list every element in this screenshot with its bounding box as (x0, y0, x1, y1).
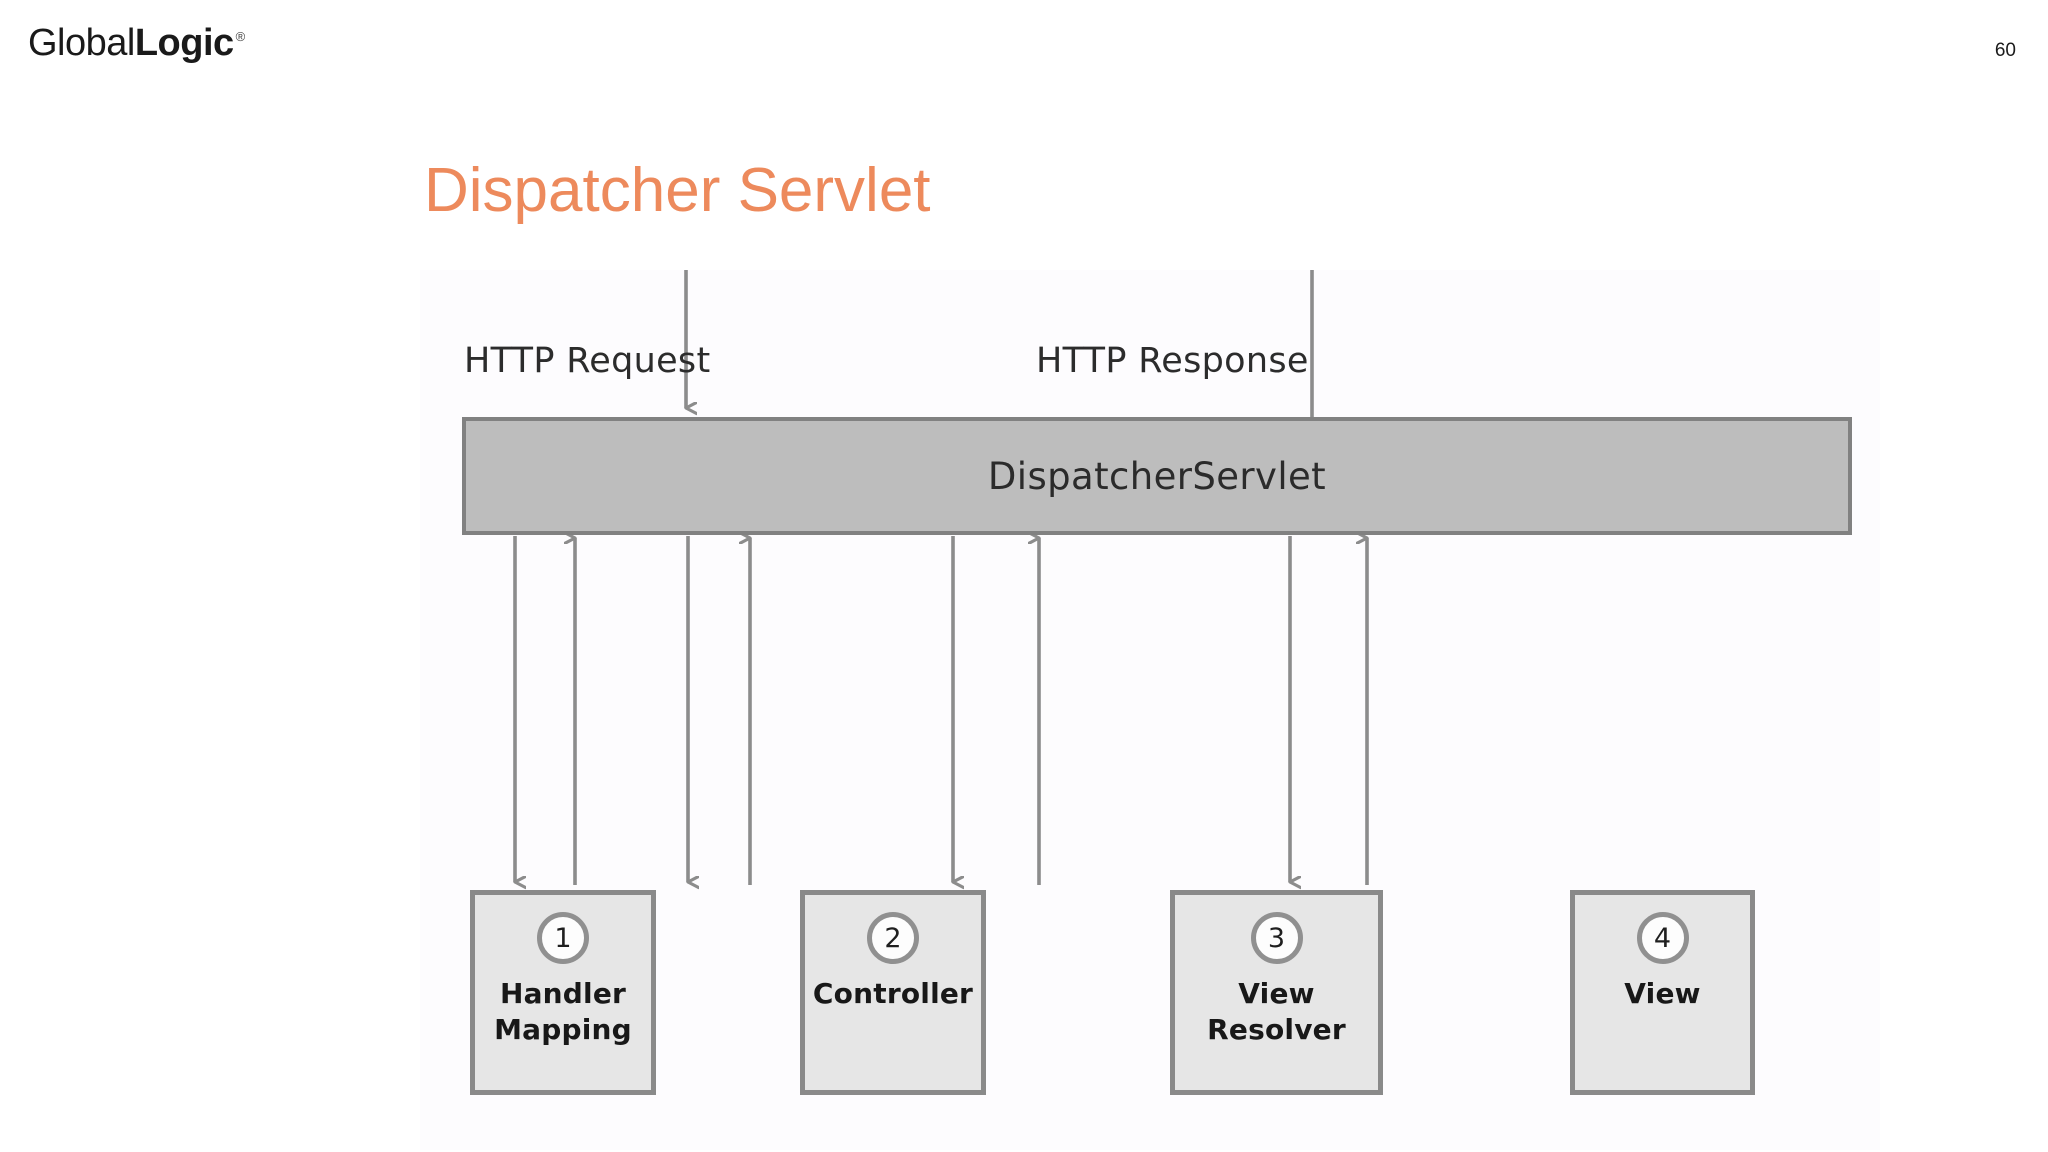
step-badge-1: 1 (537, 912, 589, 964)
http-response-label: HTTP Response (1036, 341, 1309, 381)
brand-name-light: Global (28, 22, 135, 64)
diagram-arrows-layer (513, 270, 1369, 1150)
component-box-view: 4 View (1570, 890, 1755, 1095)
component-label-controller: Controller (812, 977, 974, 1010)
step-badge-4: 4 (1636, 912, 1689, 964)
component-label-view: View (1624, 977, 1701, 1010)
component-label-line-1: Handler (499, 977, 627, 1010)
page-number: 60 (1994, 40, 2016, 61)
component-label-handler-mapping: Handler Mapping (490, 976, 636, 1048)
brand-name-bold: Logic (134, 22, 234, 64)
dispatcher-servlet-node: DispatcherServlet (462, 417, 1852, 535)
step-badge-2: 2 (867, 912, 919, 964)
globallogic-logo: GlobalLogic® (28, 24, 245, 62)
trademark-symbol: ® (235, 29, 246, 45)
page-title: Dispatcher Servlet (424, 156, 931, 225)
component-box-view-resolver: 3 View Resolver (1170, 890, 1383, 1095)
component-box-handler-mapping: 1 Handler Mapping (470, 890, 656, 1095)
dispatcher-servlet-diagram: HTTP Request HTTP Response DispatcherSer… (420, 270, 1880, 1150)
http-request-label: HTTP Request (464, 341, 711, 381)
dispatcher-servlet-label: DispatcherServlet (987, 454, 1327, 498)
component-box-controller: 2 Controller (800, 890, 986, 1095)
component-label-view-resolver: View Resolver (1207, 977, 1346, 1046)
component-label-line-2: Mapping (494, 1012, 632, 1046)
step-badge-3: 3 (1250, 912, 1303, 964)
